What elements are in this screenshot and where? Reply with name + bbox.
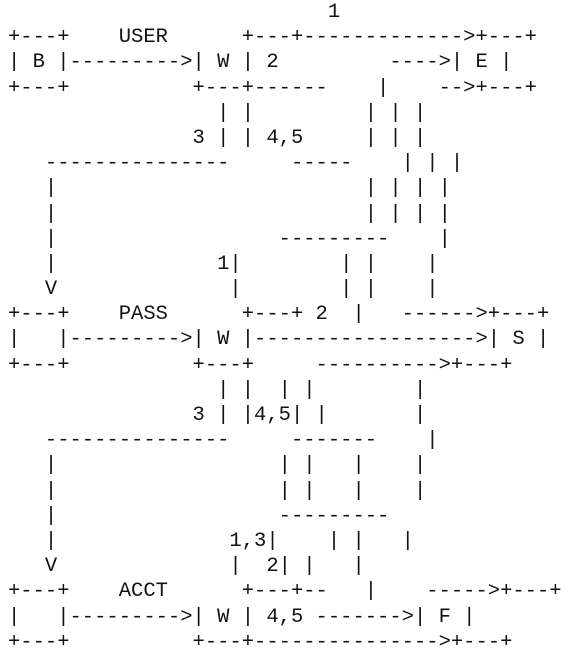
diagram-line: +---+ PASS +---+ 2 | ------>+---+ bbox=[8, 303, 550, 327]
diagram-line: | | | | | bbox=[8, 479, 427, 503]
diagram-line: +---+ +---+ ---------->+---+ bbox=[8, 353, 513, 377]
diagram-line: | | | | | bbox=[8, 101, 427, 125]
diagram-line: V | | | | bbox=[8, 278, 439, 302]
diagram-line: --------------- ----- | | | bbox=[8, 152, 464, 176]
diagram-line: +---+ ACCT +---+-- | ----->+---+ bbox=[8, 580, 562, 604]
diagram-line: 1 bbox=[8, 1, 341, 24]
diagram-line: | 1| | | | bbox=[8, 252, 439, 276]
diagram-line: +---+ +---+------ | -->+---+ bbox=[8, 76, 537, 100]
diagram-line: +---+ USER +---+------------->+---+ bbox=[8, 26, 537, 50]
diagram-line: | | | | | bbox=[8, 202, 451, 226]
diagram-line: --------------- ------- | bbox=[8, 429, 439, 453]
diagram-line: | 1,3| | | | bbox=[8, 529, 414, 553]
diagram-line: | |--------->| W |------------------>| S… bbox=[8, 328, 550, 352]
diagram-line: | | | | | bbox=[8, 378, 427, 402]
diagram-line: | |--------->| W | 4,5 ------->| F | bbox=[8, 605, 476, 629]
diagram-line: V | 2| | | bbox=[8, 555, 365, 579]
diagram-line: | | | | | bbox=[8, 177, 451, 201]
diagram-line: | --------- bbox=[8, 504, 439, 528]
diagram-line: 3 | | 4,5 | | | bbox=[8, 126, 427, 150]
diagram-line: | | | | | bbox=[8, 454, 427, 478]
diagram-line: | --------- | bbox=[8, 227, 451, 251]
diagram-line: 3 | |4,5| | | bbox=[8, 404, 427, 427]
diagram-line: +---+ +---+--------------->+---+ bbox=[8, 630, 513, 654]
diagram-line: | B |--------->| W | 2 ---->| E | bbox=[8, 51, 513, 75]
ftp-state-diagram: 1+---+ USER +---+------------->+---+| B … bbox=[8, 0, 562, 655]
